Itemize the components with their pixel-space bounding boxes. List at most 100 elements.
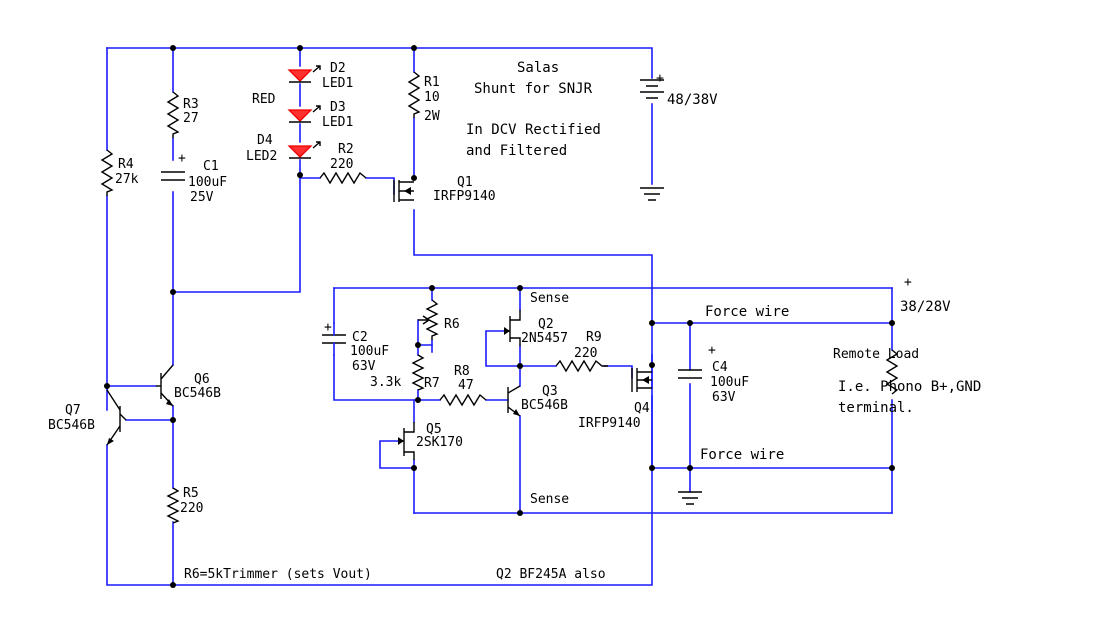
d3-part: LED1 — [322, 115, 353, 130]
junction-dot — [517, 510, 523, 516]
capacitor-c1 — [161, 171, 185, 181]
title-salas: Salas — [517, 60, 559, 76]
r3-ref: R3 — [183, 97, 199, 112]
title-shunt: Shunt for SNJR — [474, 81, 593, 97]
sense-bottom-label: Sense — [530, 492, 569, 507]
d2-ref: D2 — [330, 61, 346, 76]
junction-dot — [104, 383, 110, 389]
r1-rating: 2W — [424, 109, 440, 124]
r4-ref: R4 — [118, 157, 134, 172]
r6-wiper-wire — [417, 319, 433, 346]
q1-ref: Q1 — [457, 175, 473, 190]
resistor-r1 — [407, 71, 421, 118]
q3-ref: Q3 — [542, 384, 558, 399]
mosfet-q1 — [393, 180, 414, 202]
r3-value: 27 — [183, 111, 199, 126]
resistor-r5 — [166, 487, 180, 524]
c1-ref: C1 — [203, 159, 219, 174]
led-d2 — [287, 65, 321, 83]
resistor-r3 — [166, 91, 180, 138]
q2-alt-note: Q2 BF245A also — [496, 567, 606, 582]
junction-dot — [170, 45, 176, 51]
junction-dot — [649, 320, 655, 326]
junction-dot — [415, 397, 421, 403]
junction-dot — [517, 363, 523, 369]
load-text-1: I.e. Phono B+,GND — [838, 379, 981, 395]
junction-dot — [411, 175, 417, 181]
q6-part: BC546B — [174, 386, 221, 401]
top-rail-wire — [106, 47, 653, 79]
ground-symbol-battery — [640, 187, 664, 201]
junction-dot — [429, 285, 435, 291]
junctions — [104, 45, 895, 588]
led-d4 — [287, 141, 321, 159]
resistor-r6 — [425, 299, 439, 340]
c2-plus: + — [324, 320, 332, 335]
junction-dot — [297, 172, 303, 178]
d2-part: LED1 — [322, 76, 353, 91]
force-wire-top-label: Force wire — [705, 304, 789, 320]
junction-dot — [411, 465, 417, 471]
q2-ref: Q2 — [538, 317, 554, 332]
junction-dot — [649, 465, 655, 471]
resistor-r2 — [319, 171, 367, 185]
sense-top-label: Sense — [530, 291, 569, 306]
junction-dot — [889, 320, 895, 326]
battery-symbol — [640, 79, 664, 99]
junction-dot — [170, 582, 176, 588]
c2-ref: C2 — [352, 330, 368, 345]
r9-ref: R9 — [586, 330, 602, 345]
force-wire-bottom-label: Force wire — [700, 447, 784, 463]
junction-dot — [889, 465, 895, 471]
r6-ref: R6 — [444, 317, 460, 332]
c2-value: 100uF — [350, 344, 389, 359]
d4-part: LED2 — [246, 149, 277, 164]
q1-part: IRFP9140 — [433, 189, 496, 204]
c2-rating: 63V — [352, 359, 376, 374]
bjt-q3 — [507, 385, 521, 417]
ground-symbol-c4 — [678, 491, 702, 505]
resistor-r9 — [555, 359, 608, 373]
q6-ref: Q6 — [194, 372, 210, 387]
r4-value: 27k — [115, 172, 139, 187]
note-filtered: and Filtered — [466, 143, 567, 159]
r8-ref: R8 — [454, 364, 470, 379]
c1-node-wire — [172, 174, 301, 293]
r2-gate-wire — [299, 177, 395, 195]
output-plus: + — [904, 275, 912, 290]
q4-part: IRFP9140 — [578, 416, 641, 431]
r2-value: 220 — [330, 157, 353, 172]
junction-dot — [649, 362, 655, 368]
resistor-r4 — [100, 149, 114, 196]
c1-rating: 25V — [190, 190, 214, 205]
c4-ref: C4 — [712, 360, 728, 375]
resistor-r7 — [411, 354, 425, 391]
q5-ref: Q5 — [426, 422, 442, 437]
junction-dot — [415, 342, 421, 348]
c1-plus: + — [178, 151, 186, 166]
d4-ref: D4 — [257, 133, 273, 148]
r8-value: 47 — [458, 378, 474, 393]
r2-ref: R2 — [338, 142, 354, 157]
junction-dot — [170, 289, 176, 295]
q7-ref: Q7 — [65, 403, 81, 418]
battery-plus: + — [656, 71, 664, 86]
led-d3 — [287, 105, 321, 123]
battery-voltage: 48/38V — [667, 92, 718, 108]
junction-dot — [170, 417, 176, 423]
c4-rating: 63V — [712, 390, 736, 405]
c1-value: 100uF — [188, 175, 227, 190]
capacitor-c4 — [678, 369, 702, 379]
output-voltage: 38/28V — [900, 299, 951, 315]
jfet-q2 — [504, 310, 521, 346]
q3-part: BC546B — [521, 398, 568, 413]
load-text-2: terminal. — [838, 400, 914, 416]
mosfet-q4 — [631, 368, 652, 392]
bjt-q6 — [156, 364, 174, 407]
q5-gate-wire — [379, 440, 415, 469]
r5-ref: R5 — [183, 486, 199, 501]
sense-left-wire — [333, 287, 421, 401]
d3-ref: D3 — [330, 100, 346, 115]
red-label: RED — [252, 92, 276, 107]
